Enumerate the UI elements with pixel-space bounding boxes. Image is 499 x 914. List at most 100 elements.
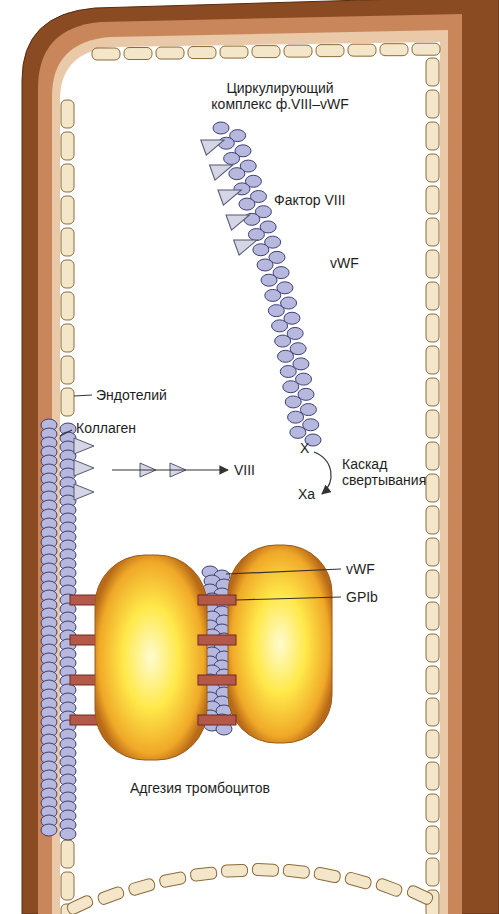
vessel-rect xyxy=(344,871,372,890)
vessel-rect xyxy=(61,196,74,224)
vessel-path xyxy=(52,30,448,914)
vessel-g xyxy=(209,157,235,180)
vessel-ellipse xyxy=(60,828,76,840)
part-label: Эндотелий xyxy=(96,387,167,403)
vessel-rect xyxy=(198,675,236,685)
vessel-ellipse xyxy=(288,411,304,423)
vessel-path xyxy=(209,157,235,180)
vessel-rect xyxy=(426,250,439,278)
vessel-path xyxy=(234,232,260,255)
vessel-ellipse xyxy=(213,122,229,134)
vessel-path xyxy=(218,182,244,205)
vessel-ellipse xyxy=(248,229,264,241)
vessel-ellipse xyxy=(275,335,291,347)
vessel-ellipse xyxy=(253,244,269,256)
vessel-path xyxy=(226,207,252,230)
vessel-rect xyxy=(426,442,439,470)
vessel-line xyxy=(226,569,341,574)
vessel-ellipse xyxy=(261,274,277,286)
vessel-rect xyxy=(97,885,126,905)
vessel-rect xyxy=(426,474,439,502)
vessel-rect xyxy=(426,58,439,86)
vessel-rect xyxy=(66,894,95,914)
vessel-rect xyxy=(61,132,74,160)
vessel-path xyxy=(314,452,331,494)
vessel-path xyxy=(112,469,228,470)
vessel-ellipse xyxy=(272,320,288,332)
vessel-ellipse xyxy=(280,366,296,378)
vessel-rect xyxy=(426,122,439,150)
vessel-g xyxy=(218,182,244,205)
vessel-ellipse xyxy=(278,350,294,362)
vessel-rect xyxy=(426,570,439,598)
vessel-rect xyxy=(61,100,74,128)
vessel-rect xyxy=(426,538,439,566)
vessel-rect xyxy=(348,44,376,56)
part-label: Фактор VIII xyxy=(274,192,345,208)
vessel-rect xyxy=(316,45,344,57)
vessel-path xyxy=(38,14,462,914)
vessel-rect xyxy=(156,47,184,59)
vessel-rect xyxy=(412,43,440,55)
vessel-ellipse xyxy=(224,152,240,164)
vessel-rect xyxy=(426,186,439,214)
vessel-line xyxy=(74,395,92,396)
vessel-line xyxy=(60,430,72,436)
vessel-rect xyxy=(61,292,74,320)
part-label: GPIb xyxy=(346,589,378,605)
vessel-rect xyxy=(380,44,408,56)
part-label: Коллаген xyxy=(76,420,136,436)
vessel-rect xyxy=(188,47,216,59)
part-label: Циркулирующий комплекс ф.VIII–vWF xyxy=(195,80,365,112)
vessel-path xyxy=(22,0,499,914)
vessel-line xyxy=(236,597,341,600)
vessel-rect xyxy=(426,282,439,310)
part-label: VIII xyxy=(234,462,255,478)
vessel-rect xyxy=(283,864,310,879)
vessel-ellipse xyxy=(268,305,284,317)
vessel-rect xyxy=(61,260,74,288)
part-label: vWF xyxy=(330,255,359,271)
vessel-ellipse xyxy=(229,168,245,180)
vessel-rect xyxy=(426,858,439,886)
vessel-g xyxy=(226,207,252,230)
vessel-g xyxy=(234,232,260,255)
vessel-path xyxy=(201,132,227,155)
vessel-rect xyxy=(426,762,439,790)
vessel-rect xyxy=(92,48,120,60)
vessel-g xyxy=(60,395,341,600)
vessel-rect xyxy=(426,314,439,342)
vessel-ellipse xyxy=(285,396,301,408)
vessel-rect xyxy=(426,506,439,534)
vessel-rect xyxy=(61,388,74,416)
vessel-rect xyxy=(426,154,439,182)
vessel-path xyxy=(74,484,94,500)
vessel-rect xyxy=(426,794,439,822)
vessel-rect xyxy=(228,545,332,743)
vessel-rect xyxy=(221,864,247,877)
vessel-rect xyxy=(124,48,152,60)
vessel-rect xyxy=(252,46,280,58)
vessel-rect xyxy=(61,872,74,900)
vessel-ellipse xyxy=(239,198,255,210)
part-label: Каскад свертывания xyxy=(342,456,442,488)
vessel-rect xyxy=(426,378,439,406)
vessel-rect xyxy=(426,602,439,630)
vessel-ellipse xyxy=(257,259,273,271)
vessel-rect xyxy=(128,878,156,897)
vessel-rect xyxy=(426,90,439,118)
vessel-path xyxy=(74,438,94,454)
vessel-rect xyxy=(426,410,439,438)
vessel-rect xyxy=(61,840,74,868)
vessel-rect xyxy=(198,595,236,605)
vessel-ellipse xyxy=(41,824,57,836)
vessel-rect xyxy=(95,555,207,760)
vessel-rect xyxy=(284,45,312,57)
vessel-rect xyxy=(198,635,236,645)
vessel-rect xyxy=(426,346,439,374)
vessel-ellipse xyxy=(283,381,299,393)
vessel-rect xyxy=(190,867,217,882)
vessel-path xyxy=(74,460,94,476)
vessel-rect xyxy=(426,730,439,758)
